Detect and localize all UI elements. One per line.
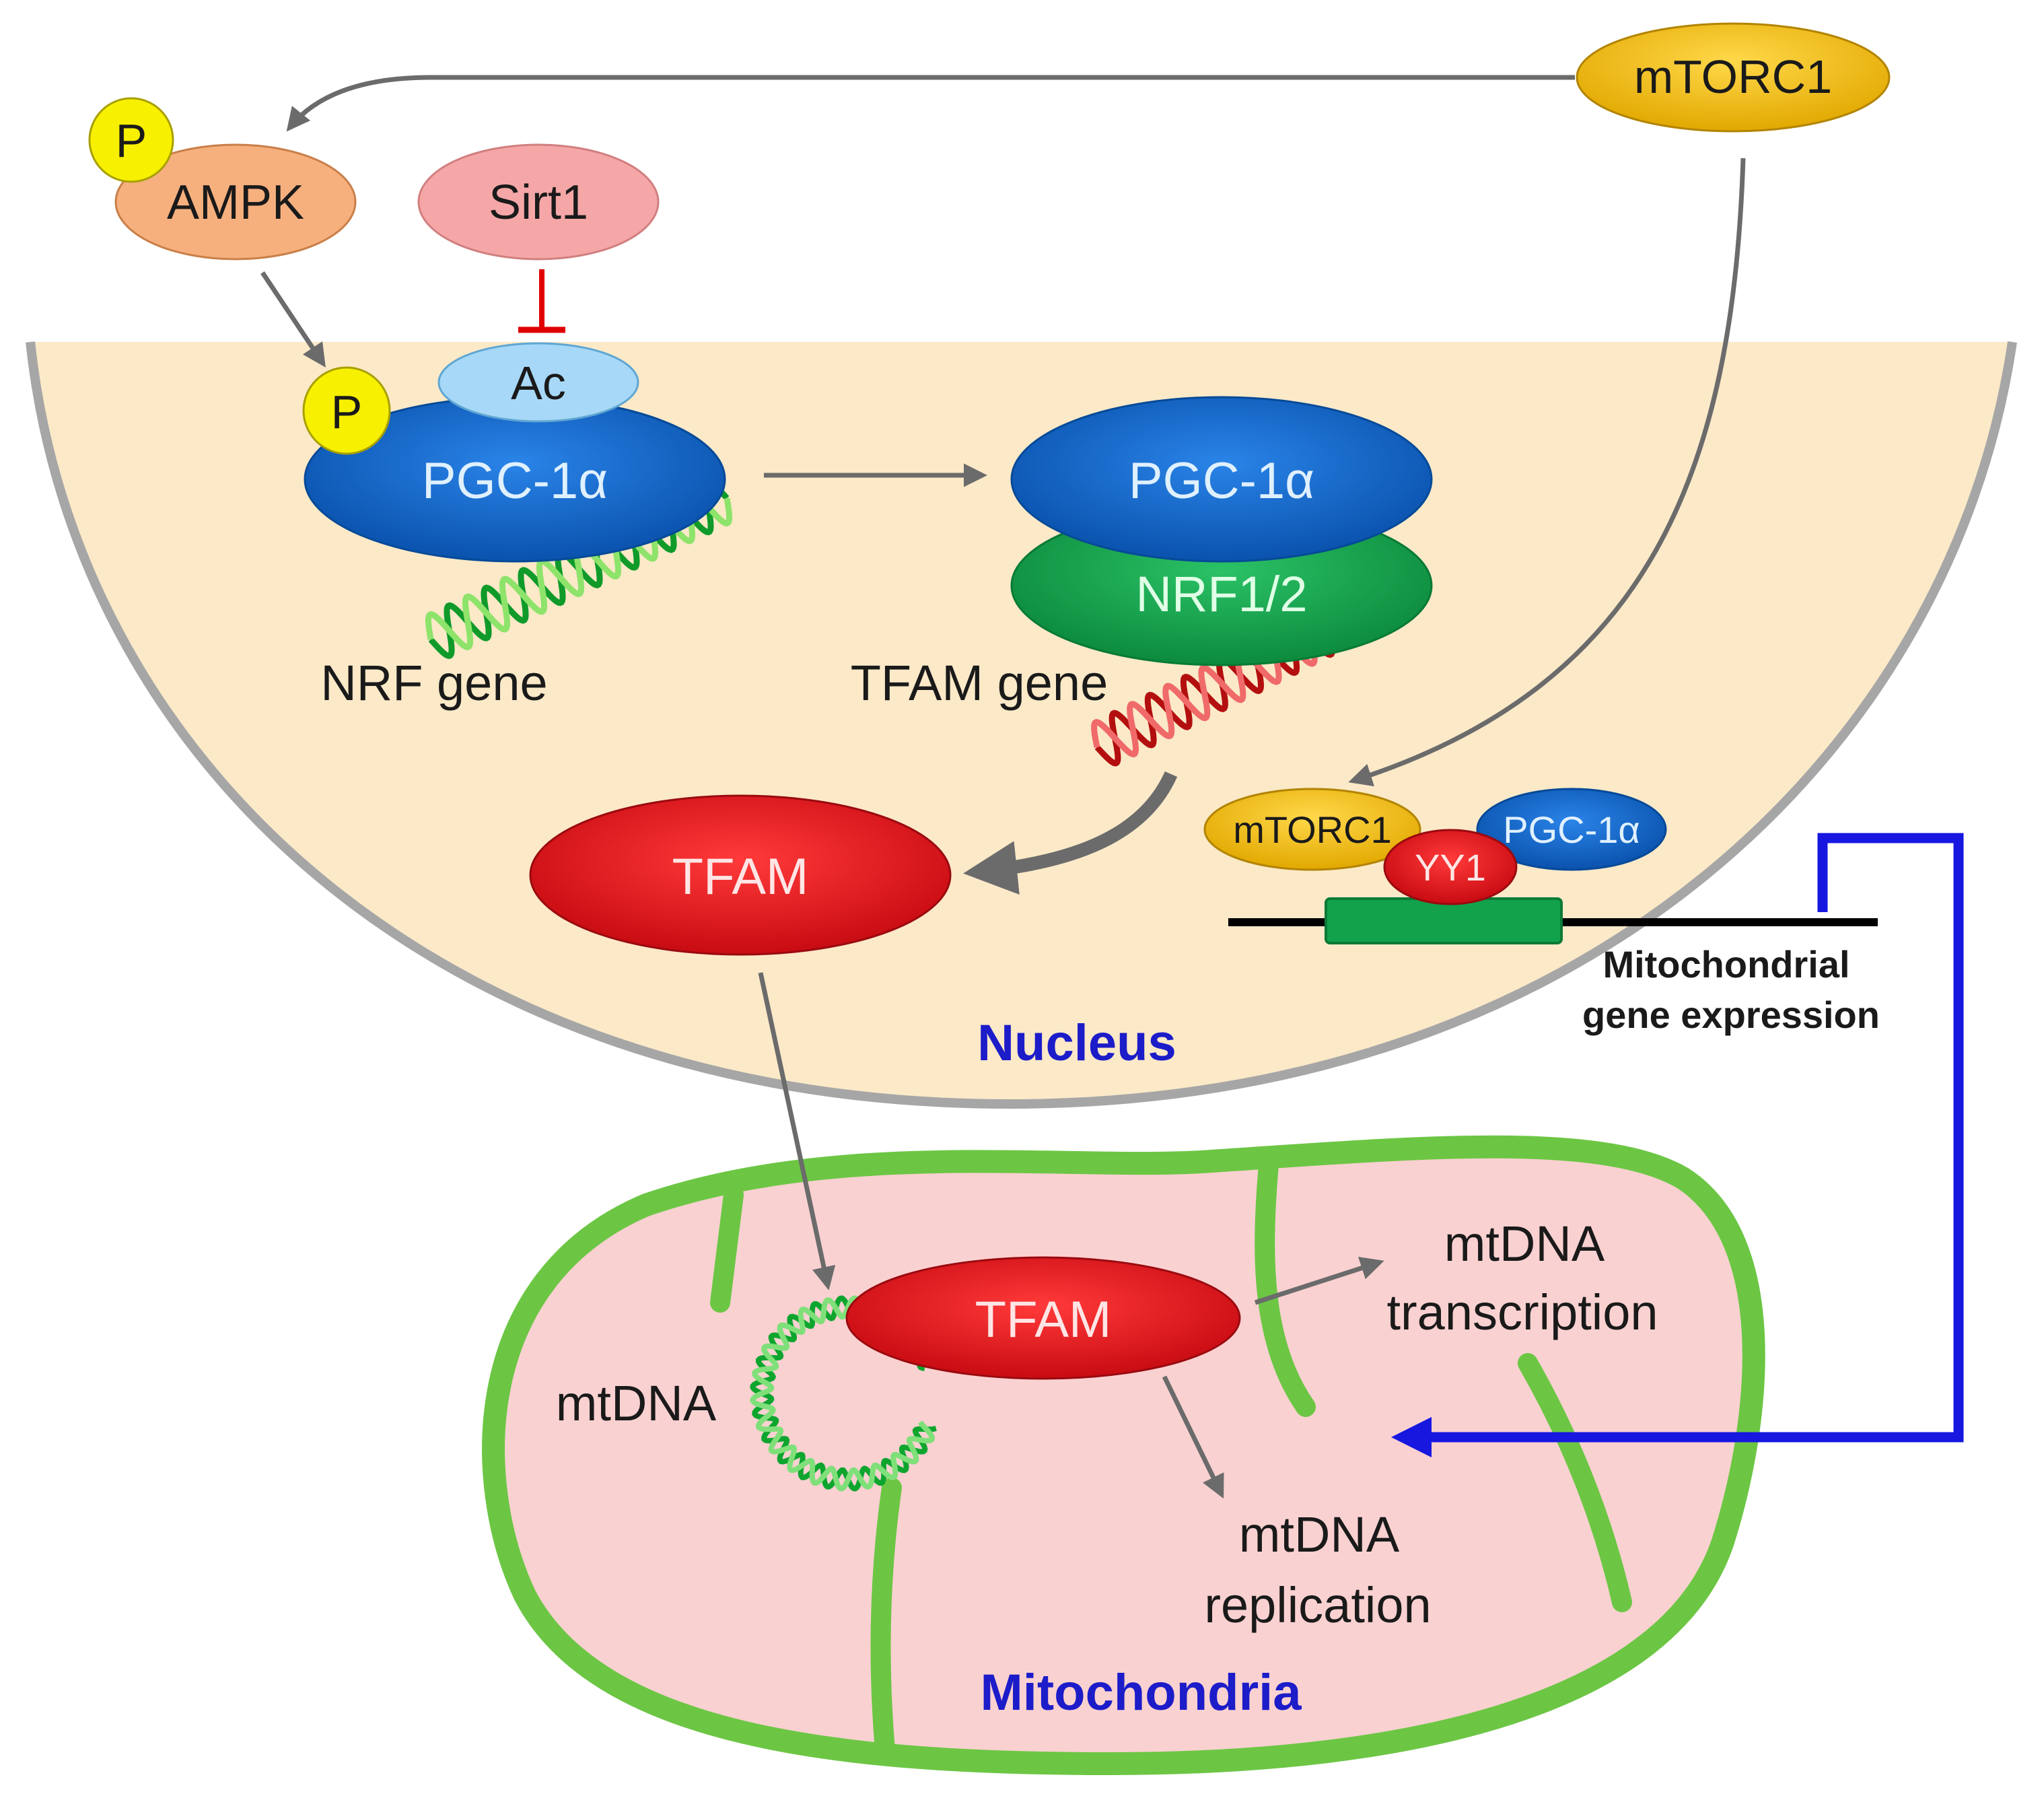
mtorc1-complex-label: mTORC1 — [1233, 808, 1391, 851]
nrf12-label: NRF1/2 — [1136, 566, 1308, 622]
mito-gene-expression-line1: Mitochondrial — [1602, 943, 1849, 986]
crista — [1518, 1353, 1632, 1612]
crista — [1255, 1154, 1316, 1417]
tfam-nucleus-node — [529, 794, 952, 956]
mtorc1-complex-node — [1203, 788, 1421, 871]
crista — [710, 1185, 744, 1313]
mtdna-transcription-line2: transcription — [1386, 1284, 1658, 1340]
nrf-gene-label: NRF gene — [320, 655, 547, 711]
arrow-ampk-to-pgc1a — [260, 271, 326, 368]
nucleus-label: Nucleus — [977, 1014, 1176, 1072]
tfam-mito-label: TFAM — [975, 1291, 1112, 1348]
acetyl-node — [437, 342, 639, 423]
ampk-phospho-badge — [88, 97, 174, 183]
mito-gene-expression-line2: gene expression — [1582, 994, 1880, 1036]
pgc1a-right-label: PGC-1α — [1129, 452, 1314, 510]
ampk-label: AMPK — [167, 176, 304, 230]
tfam-mito-node — [845, 1256, 1241, 1380]
mtdna-replication-line1: mtDNA — [1239, 1507, 1400, 1562]
pgc1a-right-node — [1010, 396, 1433, 563]
arrow-tfam-to-mito — [758, 972, 836, 1290]
acetyl-label: Ac — [511, 357, 566, 409]
tfam-nucleus-label: TFAM — [672, 848, 809, 905]
pgc1a-small-node — [1476, 788, 1667, 871]
mtdna-label: mtDNA — [556, 1375, 717, 1431]
mtdna-transcription-line1: mtDNA — [1444, 1216, 1605, 1272]
pgc1a-small-label: PGC-1α — [1503, 808, 1640, 851]
tfam-gene-label: TFAM gene — [851, 655, 1108, 711]
dna-strand — [425, 487, 732, 651]
arrow-to-transcription — [1254, 1256, 1384, 1305]
crista — [870, 1478, 902, 1760]
yy1-node — [1383, 829, 1518, 905]
pgc1a-left-label: PGC-1α — [422, 452, 608, 510]
yy1-label: YY1 — [1415, 846, 1486, 889]
gene-promoter-box — [1325, 897, 1563, 944]
ampk-node — [114, 143, 357, 261]
mtorc1-top-label: mTORC1 — [1634, 50, 1832, 103]
arrow-to-replication — [1162, 1375, 1224, 1499]
mtorc1-top-node — [1576, 22, 1891, 133]
mitochondrion — [482, 1135, 1765, 1776]
mtdna-replication-line2: replication — [1204, 1577, 1431, 1633]
arrow-mtorc1-to-ampk — [286, 75, 1575, 132]
ampk-phospho-label: P — [116, 114, 147, 167]
arrow-tfam-gene-to-tfam — [963, 771, 1178, 895]
pgc1a-phospho-label: P — [331, 386, 363, 438]
mitochondria-label: Mitochondria — [980, 1664, 1302, 1721]
arrow-mtorc1-to-complex — [1348, 158, 1746, 787]
sirt1-node — [417, 143, 660, 261]
feedback-arrow-gene-expression — [1391, 833, 1964, 1457]
sirt1-label: Sirt1 — [489, 176, 588, 230]
nucleus-envelope — [26, 341, 2017, 1109]
pgc1a-phospho-badge — [302, 366, 391, 455]
